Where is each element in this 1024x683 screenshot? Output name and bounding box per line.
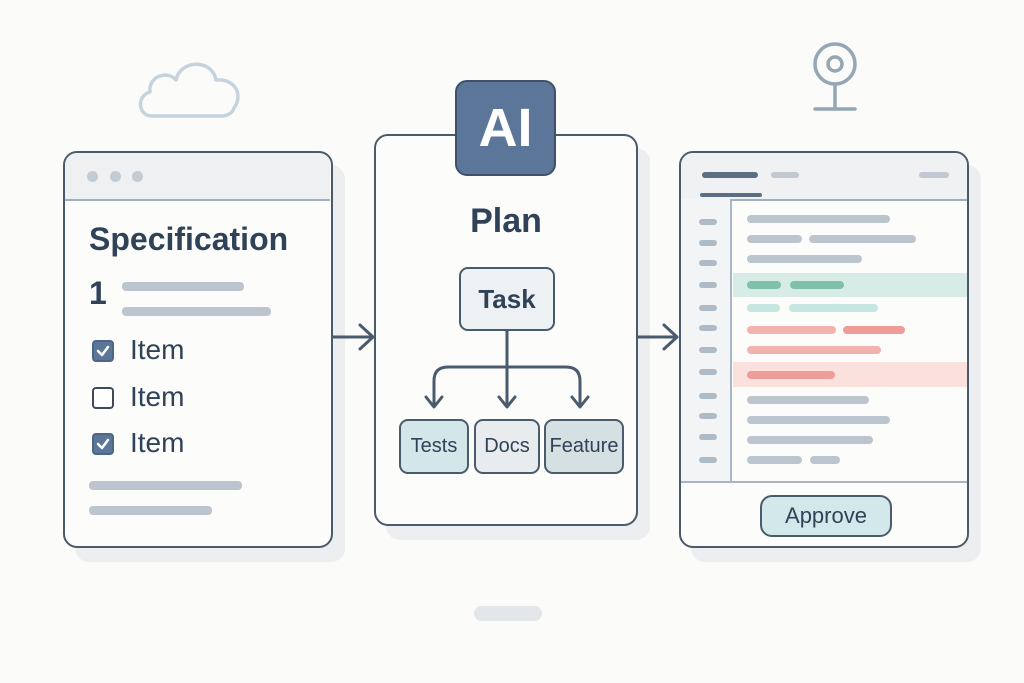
docs-node-label: Docs: [484, 435, 530, 457]
plan-title: Plan: [470, 202, 542, 240]
added-line: [747, 304, 780, 312]
text-placeholder: [122, 282, 244, 291]
diff-code-area: [733, 199, 967, 481]
context-line: [747, 255, 862, 263]
specification-window: Specification 1 Item Item Item: [63, 151, 333, 548]
removed-line: [747, 371, 835, 379]
removed-line: [747, 326, 836, 334]
plan-window: Plan Task Tests Docs Feature: [374, 134, 638, 526]
checkmark-icon: [96, 438, 110, 450]
approve-button-label: Approve: [785, 503, 867, 528]
context-line: [747, 416, 890, 424]
line-number: [699, 282, 717, 288]
added-line: [790, 281, 844, 289]
line-number-gutter: [681, 199, 732, 481]
line-number: [699, 347, 717, 353]
window-dot-icon[interactable]: [132, 171, 143, 182]
step-number: 1: [89, 275, 107, 311]
tests-node-label: Tests: [410, 435, 458, 457]
checkbox-checked[interactable]: [92, 433, 114, 455]
ai-badge-label: AI: [478, 98, 533, 158]
removed-line: [747, 346, 881, 354]
arrow-right-icon: [332, 323, 375, 351]
cloud-icon: [138, 62, 240, 118]
tab-active[interactable]: [702, 172, 758, 178]
checklist-item-label: Item: [130, 381, 185, 412]
added-line: [789, 304, 878, 312]
line-number: [699, 393, 717, 399]
branch-connector: [424, 329, 590, 409]
checklist-item-label: Item: [130, 427, 185, 458]
webcam-icon: [813, 42, 857, 111]
line-number: [699, 240, 717, 246]
checklist-item-label: Item: [130, 334, 185, 365]
task-node-label: Task: [478, 283, 536, 314]
spec-title: Specification: [89, 221, 289, 257]
context-line: [809, 235, 916, 243]
line-number: [699, 457, 717, 463]
checkmark-icon: [96, 345, 110, 357]
ai-badge: AI: [455, 80, 556, 176]
window-titlebar: [65, 153, 330, 201]
checkbox-checked[interactable]: [92, 340, 114, 362]
window-dot-icon[interactable]: [110, 171, 121, 182]
text-placeholder: [122, 307, 271, 316]
feature-node-label: Feature: [549, 435, 619, 457]
header-action[interactable]: [919, 172, 949, 178]
docs-node[interactable]: Docs: [474, 419, 540, 474]
line-number: [699, 305, 717, 311]
context-line: [810, 456, 840, 464]
context-line: [747, 235, 802, 243]
footer-divider: [681, 481, 967, 483]
feature-node[interactable]: Feature: [544, 419, 624, 474]
review-header: [681, 153, 967, 201]
arrow-right-icon: [636, 323, 679, 351]
task-node[interactable]: Task: [459, 267, 555, 331]
added-line: [747, 281, 781, 289]
tests-node[interactable]: Tests: [399, 419, 469, 474]
approve-button[interactable]: Approve: [760, 495, 892, 537]
removed-line: [843, 326, 905, 334]
context-line: [747, 456, 802, 464]
line-number: [699, 219, 717, 225]
text-placeholder: [89, 506, 212, 515]
active-tab-underline: [700, 193, 762, 197]
line-number: [699, 434, 717, 440]
context-line: [747, 396, 869, 404]
context-line: [747, 436, 873, 444]
context-line: [747, 215, 890, 223]
checkbox-unchecked[interactable]: [92, 387, 114, 409]
line-number: [699, 369, 717, 375]
line-number: [699, 325, 717, 331]
tab-inactive[interactable]: [771, 172, 799, 178]
line-number: [699, 260, 717, 266]
page-indicator[interactable]: [474, 606, 542, 621]
window-dot-icon[interactable]: [87, 171, 98, 182]
line-number: [699, 413, 717, 419]
text-placeholder: [89, 481, 242, 490]
review-window: Approve: [679, 151, 969, 548]
